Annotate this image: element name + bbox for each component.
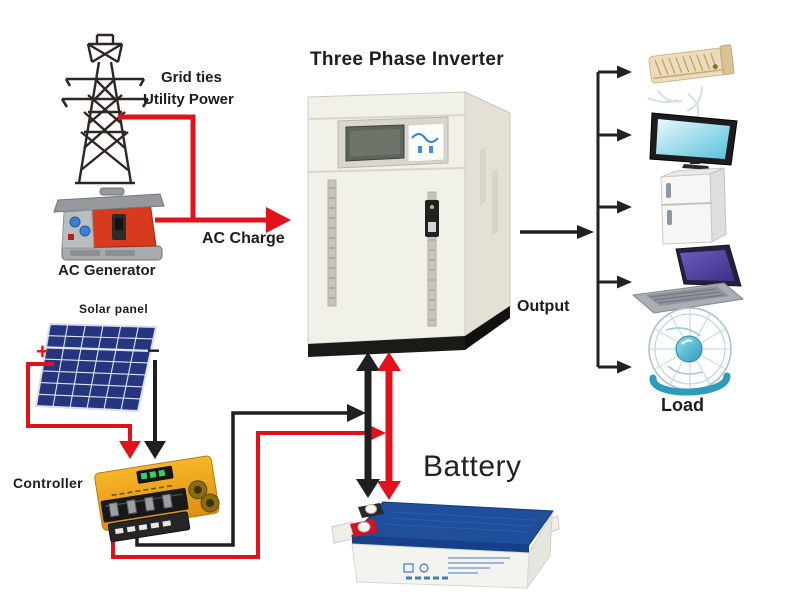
air-conditioner-icon — [647, 44, 735, 121]
solar-positive-label: + — [36, 339, 49, 364]
wire-grid-to-inverter — [118, 114, 291, 233]
battery-icon — [331, 501, 560, 590]
charge-controller-icon — [94, 455, 220, 543]
battery-front-markings — [403, 557, 510, 580]
utility-power-label: Utility Power — [143, 91, 234, 108]
solar-negative-label: − — [147, 338, 160, 363]
wire-battery-inverter-red — [377, 352, 401, 500]
load-label: Load — [661, 395, 704, 415]
wire-battery-inverter-black — [356, 352, 380, 498]
controller-label: Controller — [13, 475, 83, 491]
ac-generator-icon — [53, 187, 165, 261]
wire-solar-negative — [144, 360, 166, 459]
inverter-cabinet-icon — [307, 91, 511, 357]
grid-ties-label: Grid ties — [161, 69, 222, 86]
refrigerator-icon — [660, 167, 727, 245]
ac-charge-label: AC Charge — [202, 230, 285, 247]
solar-panel-label: Solar panel — [79, 302, 149, 316]
ac-generator-label: AC Generator — [58, 262, 156, 279]
wire-solar-positive — [26, 362, 141, 459]
wire-controller-red — [111, 424, 386, 559]
solar-panel-icon — [34, 322, 158, 413]
page-title: Three Phase Inverter — [310, 49, 504, 70]
wire-controller-black — [135, 404, 366, 547]
battery-label: Battery — [423, 450, 522, 483]
output-label: Output — [517, 298, 570, 315]
transmission-tower-icon — [60, 33, 150, 185]
fan-icon — [648, 307, 732, 396]
wire-inverter-output — [520, 225, 594, 239]
tv-icon — [649, 112, 738, 170]
load-distribution-line — [596, 65, 632, 374]
airflow-lines — [647, 85, 703, 121]
laptop-icon — [631, 244, 745, 314]
